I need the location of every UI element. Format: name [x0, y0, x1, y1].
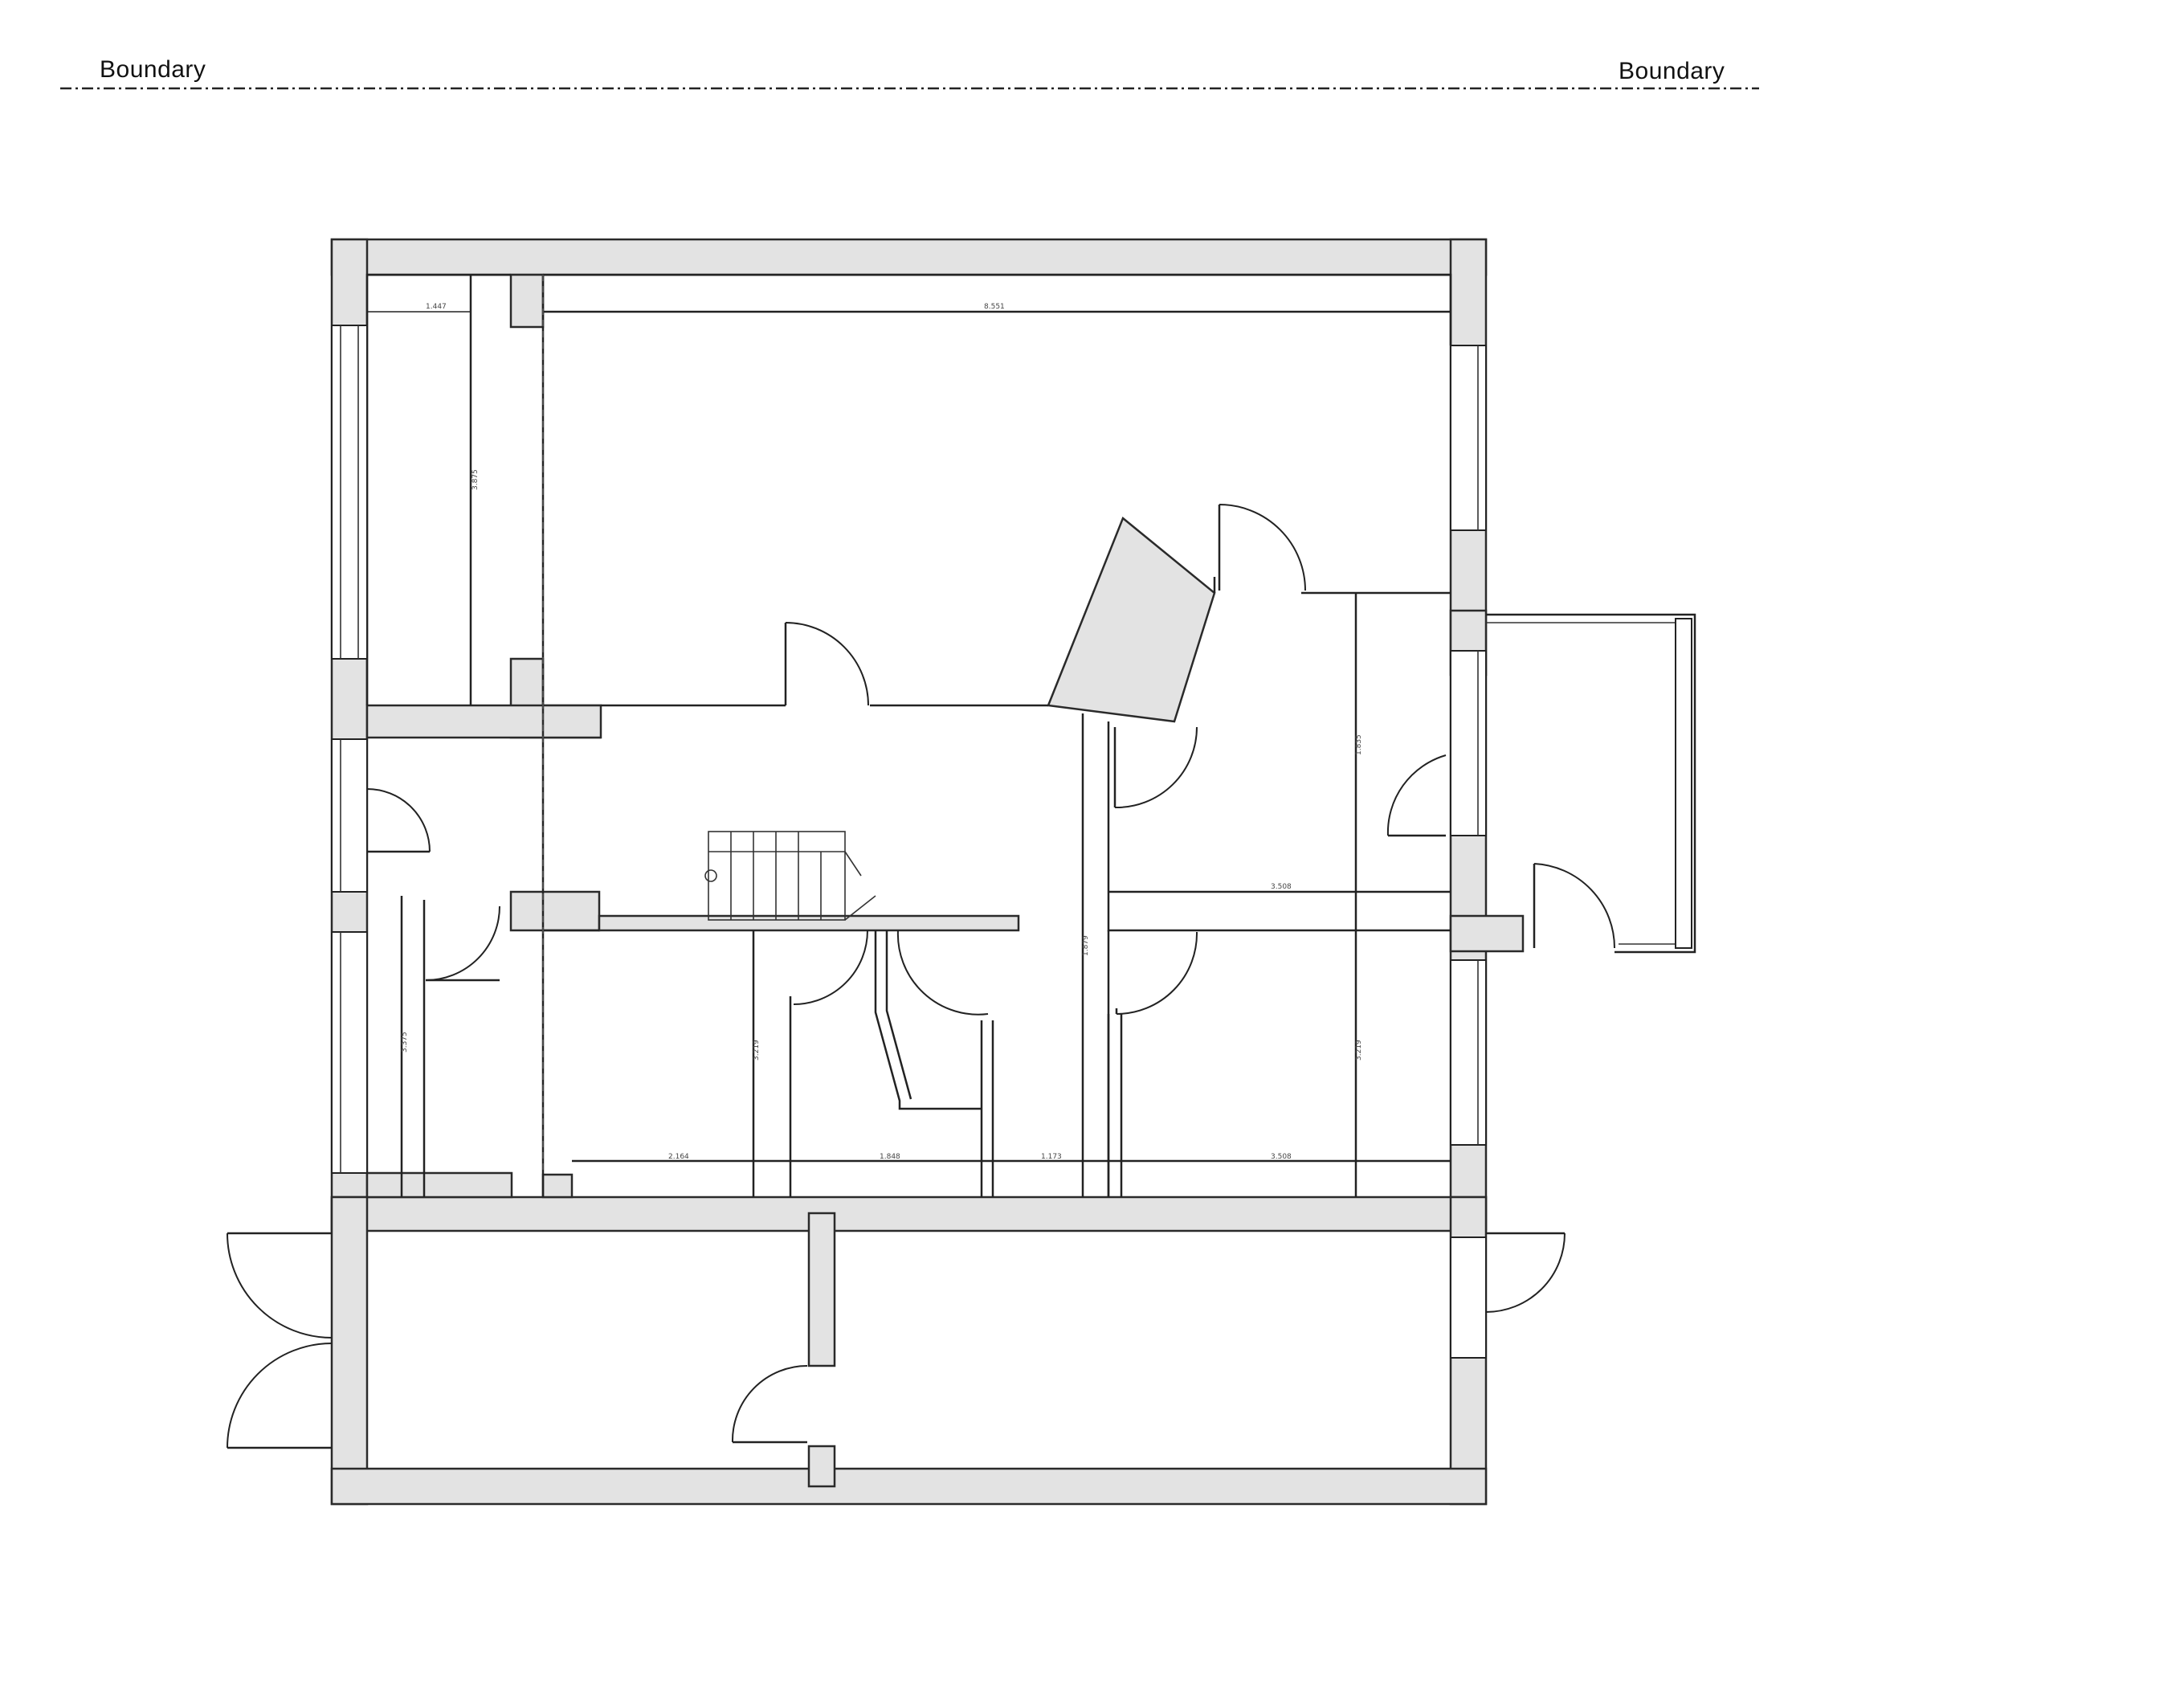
- windows: [331, 325, 1696, 1359]
- boundary-label-left: Boundary: [100, 56, 206, 83]
- dim-bottom-3: 1.173: [1041, 1153, 1062, 1161]
- dim-bottom-1: 2.164: [668, 1153, 689, 1161]
- dim-center-vertical: 1.879: [1082, 935, 1090, 956]
- dim-mid-lower-vertical: 3.219: [753, 1040, 761, 1061]
- dim-right-mid-horizontal: 3.508: [1271, 883, 1292, 891]
- dim-bottom-2: 1.848: [880, 1153, 900, 1161]
- dim-top-main: 8.551: [984, 303, 1005, 311]
- dim-left-vertical: 3.875: [471, 469, 480, 490]
- staircase: [704, 831, 876, 921]
- dim-top-left: 1.447: [426, 303, 447, 311]
- doors: [227, 504, 1616, 1449]
- dim-bottom-4: 3.508: [1271, 1153, 1292, 1161]
- dim-right-upper-vertical: 1.835: [1355, 734, 1363, 755]
- dim-left-lower-vertical: 3.375: [401, 1032, 409, 1052]
- dimension-lines: [367, 275, 1357, 1196]
- boundary-label-right: Boundary: [1619, 58, 1725, 84]
- dim-right-lower-vertical: 3.219: [1355, 1040, 1363, 1061]
- walls: [330, 238, 1525, 1506]
